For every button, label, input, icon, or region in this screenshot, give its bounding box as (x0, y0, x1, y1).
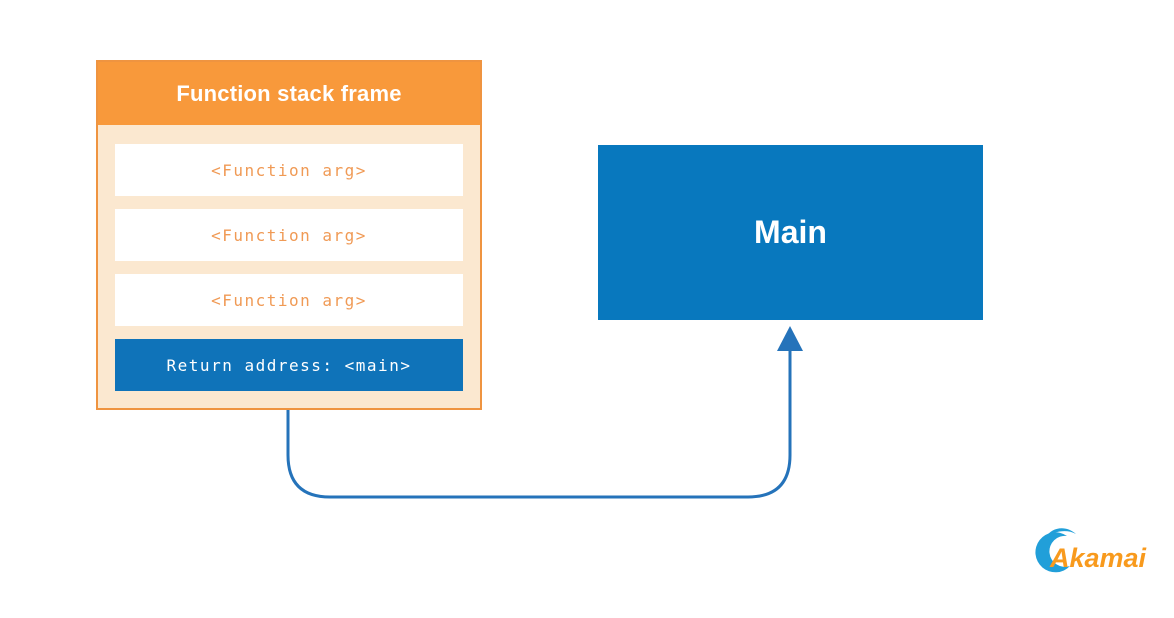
akamai-logo: Akamai (1033, 527, 1155, 577)
akamai-wave-icon (1035, 528, 1076, 573)
stack-frame-body: <Function arg> <Function arg> <Function … (98, 125, 480, 407)
return-address-row: Return address: <main> (115, 339, 463, 391)
arrow-head-icon (777, 326, 803, 351)
function-stack-frame-box: Function stack frame <Function arg> <Fun… (96, 60, 482, 410)
function-arg-row-3: <Function arg> (115, 274, 463, 326)
function-arg-row-1: <Function arg> (115, 144, 463, 196)
function-arg-row-2: <Function arg> (115, 209, 463, 261)
main-box-label: Main (754, 214, 827, 250)
akamai-logo-text: Akamai (1049, 543, 1147, 573)
main-box: Main (598, 145, 983, 320)
stack-frame-title: Function stack frame (98, 62, 480, 125)
